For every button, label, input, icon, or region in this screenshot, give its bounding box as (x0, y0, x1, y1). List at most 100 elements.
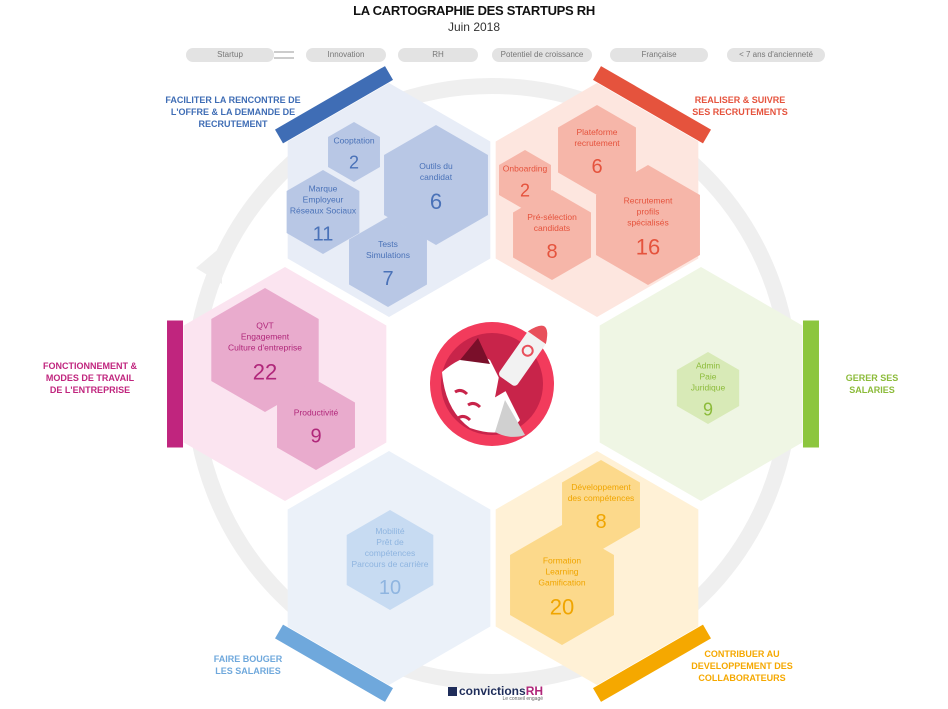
category-band (593, 66, 711, 144)
subcategory-label: candidat (420, 172, 453, 182)
legend-criterion: RH (398, 48, 478, 62)
subcategory-shape (558, 105, 636, 195)
equals-icon (274, 51, 294, 59)
subcategory-shape (286, 170, 360, 254)
subcategory-shape (277, 380, 355, 470)
logo-brand: convictions (459, 684, 526, 698)
logo-tagline: Le conseil engagé (502, 696, 544, 702)
subcategory-label: Simulations (366, 250, 410, 260)
subcategory-shape (211, 288, 319, 412)
subcategory-shape (513, 190, 591, 280)
category-band (593, 624, 711, 702)
startup-count: 6 (430, 189, 442, 214)
startup-count: 16 (636, 235, 660, 260)
subcategory-label: Outils du (419, 161, 453, 171)
legend-startup: Startup (186, 48, 274, 62)
logo-brand-suffix: RH (525, 684, 544, 698)
page-subtitle: Juin 2018 (447, 20, 501, 34)
subcategory-label: Cooptation (333, 136, 374, 146)
subcategory-label: spécialisés (627, 218, 669, 228)
startup-count: 2 (349, 153, 359, 173)
subcategory-hexagon: Cooptation 2 (328, 122, 380, 182)
category-band (275, 66, 393, 144)
subcategory-shape (596, 165, 700, 285)
startup-count: 20 (550, 595, 574, 620)
legend-criterion: Potentiel de croissance (492, 48, 592, 62)
category-title-line: DE L'ENTREPRISE (49, 385, 131, 395)
subcategory-label: Recrutement (624, 196, 673, 206)
subcategory-shape (346, 510, 434, 610)
subcategory-label: Développement (571, 482, 631, 492)
legend-criterion: Française (610, 48, 708, 62)
subcategory-label: Gamification (538, 578, 586, 588)
startup-count: 9 (310, 426, 321, 448)
category-title: REALISER & SUIVRE SES RECRUTEMENTS (660, 94, 820, 118)
subcategory-label: compétences (365, 548, 416, 558)
startup-count: 22 (253, 360, 277, 385)
category-title-line: SALARIES (849, 385, 895, 395)
subcategory-hexagon: Productivité 9 (277, 380, 355, 470)
subcategory-label: Engagement (241, 332, 290, 342)
subcategory-label: Marque (309, 184, 338, 194)
category-title-line: REALISER & SUIVRE (694, 95, 786, 105)
category-title-line: RECRUTEMENT (198, 119, 268, 129)
startup-count: 10 (379, 577, 401, 599)
startup-count: 6 (591, 156, 602, 178)
subcategory-label: Paie (699, 372, 716, 382)
subcategory-label: Productivité (294, 408, 339, 418)
subcategory-label: QVT (256, 321, 273, 331)
startup-count: 8 (595, 511, 606, 533)
subcategory-label: Onboarding (503, 164, 548, 174)
startup-count: 9 (703, 400, 713, 420)
subcategory-label: Culture d'entreprise (228, 343, 302, 353)
startup-count: 8 (546, 241, 557, 263)
subcategory-label: Pré-sélection (527, 212, 577, 222)
subcategory-label: Employeur (303, 195, 344, 205)
startup-count: 11 (313, 224, 334, 246)
subcategory-label: Plateforme (576, 127, 617, 137)
category-title-line: L'OFFRE & LA DEMANDE DE (170, 107, 296, 117)
startup-count: 2 (520, 181, 530, 201)
subcategory-shape (349, 217, 427, 307)
subcategory-shape (328, 122, 380, 182)
legend-criterion: Innovation (306, 48, 386, 62)
startup-count: 7 (382, 268, 393, 290)
category-title-line: COLLABORATEURS (698, 673, 786, 683)
logo-mark-icon (448, 687, 457, 696)
category-title-line: SES RECRUTEMENTS (692, 107, 788, 117)
subcategory-label: Juridique (691, 383, 726, 393)
category-title-line: FONCTIONNEMENT & (43, 361, 137, 371)
subcategory-shape (384, 125, 488, 245)
subcategory-label: Tests (378, 239, 398, 249)
category-title-line: FAIRE BOUGER (213, 654, 283, 664)
subcategory-label: recrutement (574, 138, 620, 148)
page-title: LA CARTOGRAPHIE DES STARTUPS RH (353, 3, 595, 18)
category-title-line: DEVELOPPEMENT DES (691, 661, 793, 671)
subcategory-label: Admin (696, 361, 720, 371)
subcategory-shape (676, 352, 740, 424)
subcategory-label: des compétences (568, 493, 635, 503)
subcategory-hexagon: Onboarding 2 (499, 150, 551, 210)
subcategory-label: Réseaux Sociaux (290, 206, 357, 216)
subcategory-label: profils (637, 207, 660, 217)
